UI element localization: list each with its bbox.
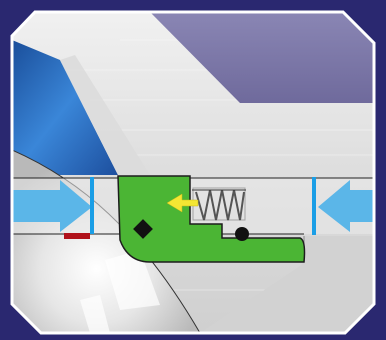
right-boundary-line	[312, 177, 316, 235]
right-pressure-arrow-icon	[318, 180, 374, 232]
o-ring-dot	[235, 227, 249, 241]
green-seal-ring	[117, 175, 306, 263]
frame-border	[10, 10, 376, 335]
rotor-highlights	[80, 250, 160, 333]
blue-shaft	[12, 40, 118, 175]
shaft-edge	[60, 55, 150, 175]
left-boundary-line	[90, 177, 94, 234]
diamond-seal-point	[133, 219, 153, 239]
upper-housing-block	[150, 12, 374, 103]
spring-icon	[192, 189, 246, 221]
lower-housing-step	[200, 236, 374, 333]
left-pressure-arrow-icon	[12, 180, 92, 232]
red-marker	[64, 233, 90, 239]
motion-arrow-icon	[166, 193, 199, 213]
